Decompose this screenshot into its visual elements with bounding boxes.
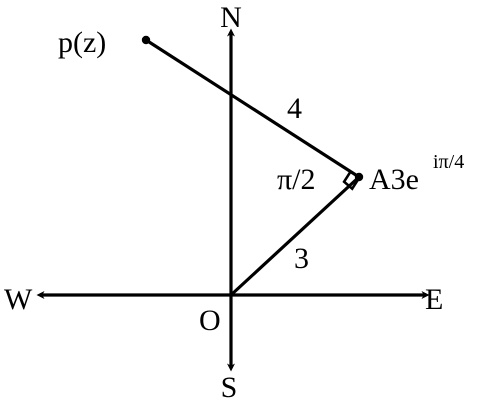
south-label: S [221, 371, 238, 404]
segment-oa [229, 175, 361, 297]
point-a-label: A3e [369, 163, 419, 196]
length-oa-label: 3 [294, 242, 309, 275]
east-label: E [425, 283, 443, 316]
right-angle-marker [342, 170, 360, 191]
origin-label: O [199, 304, 221, 337]
point-a-exponent: iπ/4 [433, 151, 464, 173]
point-p-label: p(z) [58, 26, 106, 59]
point-p-dot [141, 35, 151, 45]
length-pa-label: 4 [287, 92, 302, 125]
angle-label: π/2 [277, 163, 315, 196]
segment-pa [145, 38, 360, 179]
point-a-dot [354, 172, 364, 182]
west-label: W [4, 283, 33, 316]
axes [36, 28, 430, 372]
north-label: N [220, 1, 242, 34]
